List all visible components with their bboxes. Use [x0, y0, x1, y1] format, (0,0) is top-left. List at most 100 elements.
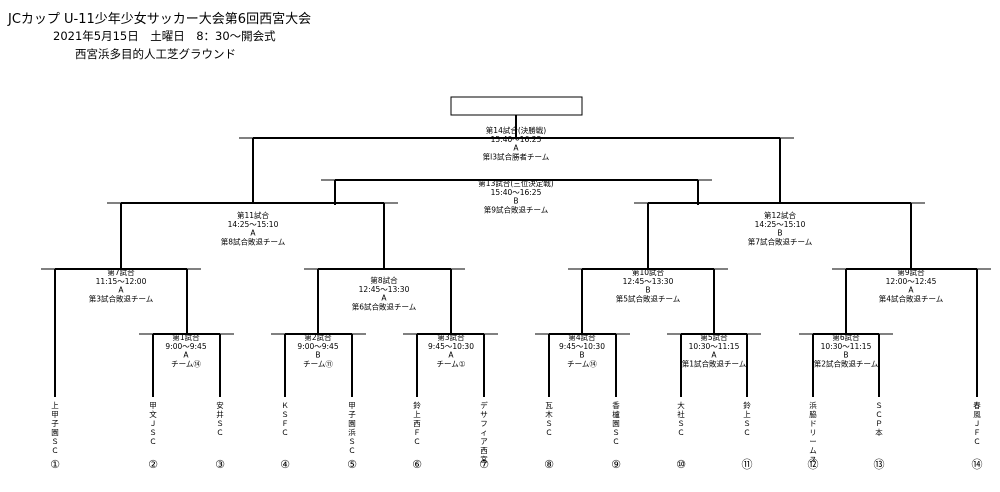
- team-name: 大社ＳＣ: [677, 400, 685, 437]
- match-label-line: 9:00～9:45: [165, 342, 206, 351]
- team-name: 香櫨園ＳＣ: [612, 400, 620, 446]
- team-name-char: 本: [875, 427, 883, 437]
- match-label-line: チーム⑪: [303, 359, 333, 368]
- match-label-line: A: [513, 144, 519, 153]
- match-label-line: B: [645, 286, 650, 295]
- team-name-char: Ｋ: [281, 401, 289, 410]
- match-label-line: 15:40～16:25: [491, 135, 542, 144]
- team-name-char: 浜: [809, 400, 817, 410]
- team-name-char: Ｃ: [545, 428, 553, 437]
- match-label-line: A: [118, 286, 124, 295]
- match-label-line: 第1試合: [172, 332, 200, 342]
- team-name-char: Ｃ: [677, 428, 685, 437]
- team-name-char: Ｓ: [743, 419, 751, 428]
- match-label-line: A: [448, 351, 454, 360]
- match-label-line: A: [183, 351, 189, 360]
- match-label-line: 15:40～16:25: [491, 188, 542, 197]
- team-name-char: 上: [51, 401, 59, 410]
- team-number: ③: [215, 458, 225, 471]
- match-label-line: 10:30～11:15: [821, 342, 872, 351]
- team-name-char: Ｃ: [281, 428, 289, 437]
- match-label-line: 12:45～13:30: [359, 285, 410, 294]
- team-number: ⑭: [972, 458, 983, 471]
- match-label-line: 第3試合: [437, 332, 465, 342]
- team-name-char: 櫨: [612, 409, 620, 419]
- team-number: ②: [148, 458, 158, 471]
- team-name-char: 木: [545, 409, 553, 419]
- match-label-line: 第11試合: [237, 210, 270, 220]
- team-name-char: 甲: [348, 401, 356, 410]
- team-name: 鈴上西ＦＣ: [413, 400, 421, 446]
- team-name-char: ム: [809, 446, 817, 455]
- team-name-char: 安: [216, 400, 224, 410]
- team-number: ⑥: [412, 458, 422, 471]
- match-label-line: 第1試合敗退チーム: [682, 358, 747, 368]
- team-name-char: Ｓ: [216, 419, 224, 428]
- team-number: ⑪: [742, 458, 753, 471]
- team-name-char: Ｓ: [348, 437, 356, 446]
- match-label-line: B: [513, 197, 518, 206]
- team-number: ⑧: [544, 458, 554, 471]
- team-name-char: リ: [809, 428, 817, 437]
- team-name: 春風ＪＦＣ: [973, 400, 981, 446]
- match-label-line: A: [908, 286, 914, 295]
- team-name-char: Ｊ: [973, 419, 981, 428]
- match-label-line: 第4試合: [568, 332, 596, 342]
- match-label-line: 9:45～10:30: [428, 342, 474, 351]
- team-name-char: Ｃ: [51, 446, 59, 455]
- match-label-line: 10:30～11:15: [689, 342, 740, 351]
- team-name-char: 宮: [480, 454, 488, 464]
- tournament-venue: 西宮浜多目的人工芝グラウンド: [75, 47, 236, 61]
- team-name-char: Ｊ: [149, 419, 157, 428]
- team-name: 安井ＳＣ: [216, 400, 224, 437]
- team-number: ⑫: [808, 458, 819, 471]
- team-number: ⑨: [611, 458, 621, 471]
- team-name-char: 西: [413, 419, 421, 428]
- match-label-line: チーム①: [437, 359, 466, 368]
- team-number: ⑤: [347, 458, 357, 471]
- team-number: ①: [50, 458, 60, 471]
- match-label-line: 11:15～12:00: [96, 277, 147, 286]
- team-name-char: Ｆ: [281, 419, 289, 428]
- team-name-char: 鈴: [743, 400, 751, 410]
- team-name-char: ド: [809, 419, 817, 428]
- match-label-line: A: [711, 351, 717, 360]
- match-label-line: 第5試合敗退チーム: [616, 293, 681, 303]
- team-name: 浜脇ドリームス: [809, 400, 817, 464]
- match-label-line: B: [315, 351, 320, 360]
- team-name-char: Ｃ: [875, 410, 883, 419]
- team-name: ＫＳＦＣ: [281, 401, 289, 437]
- match-label-line: 14:25～15:10: [228, 220, 279, 229]
- match-label-line: 第9試合: [897, 267, 925, 277]
- team-name-char: 甲: [51, 410, 59, 419]
- team-name-char: 井: [216, 409, 224, 419]
- team-name: ＳＣＰ本: [875, 401, 883, 437]
- match-label-line: B: [843, 351, 848, 360]
- champion-box: [450, 96, 583, 116]
- match-label-line: 9:00～9:45: [297, 342, 338, 351]
- team-name-char: Ｃ: [216, 428, 224, 437]
- team-name-char: Ｆ: [973, 428, 981, 437]
- team-name-char: Ｓ: [149, 428, 157, 437]
- team-name-char: 上: [413, 410, 421, 419]
- bracket-lines: [41, 115, 991, 397]
- match-label-line: 第6試合: [832, 332, 860, 342]
- team-name-char: 子: [348, 410, 356, 419]
- team-number: ④: [280, 458, 290, 471]
- match-label-line: 14:25～15:10: [755, 220, 806, 229]
- match-label-line: 第2試合敗退チーム: [814, 358, 879, 368]
- team-name-char: Ｓ: [545, 419, 553, 428]
- match-label-line: 第l3試合勝者チーム: [483, 151, 550, 161]
- team-name-char: 文: [149, 409, 157, 419]
- team-name: 鈴上ＳＣ: [743, 400, 751, 437]
- team-name-char: ー: [809, 437, 817, 446]
- match-label-line: 9:45～10:30: [559, 342, 605, 351]
- team-number: ⑦: [479, 458, 489, 471]
